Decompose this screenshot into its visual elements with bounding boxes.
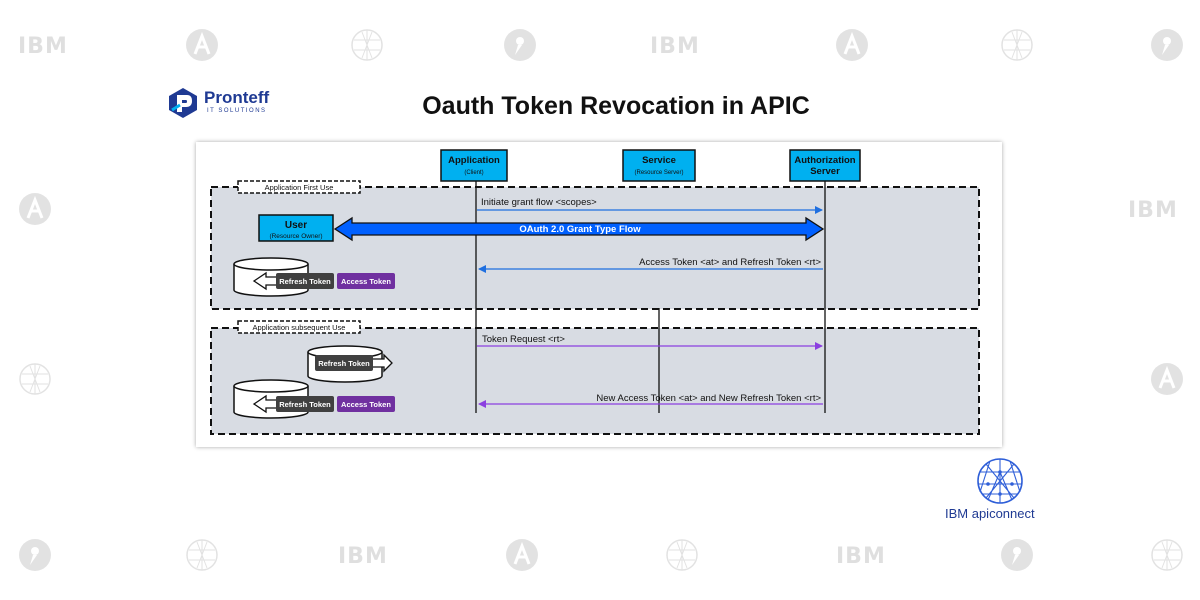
tokens-return-label: Access Token <at> and Refresh Token <rt>: [639, 257, 821, 268]
initiate-label: Initiate grant flow <scopes>: [481, 197, 597, 208]
access-token-badge: [337, 273, 395, 289]
grant-flow-arrow: [333, 216, 825, 242]
apiconnect-globe-icon: [977, 458, 1023, 504]
new-refresh-token-badge: [276, 396, 334, 412]
sequence-diagram: Application First Use Application subseq…: [210, 149, 980, 435]
new-access-token-badge-label: Access Token: [341, 400, 391, 409]
circle-a-watermark-icon: [1151, 363, 1183, 395]
refresh-token-send-badge: [315, 355, 373, 371]
globe-watermark-icon: [19, 363, 51, 395]
token-request-label: Token Request <rt>: [482, 334, 565, 345]
pronteff-logo-icon: [169, 88, 197, 118]
ibm-watermark: IBM: [338, 544, 388, 569]
grant-flow-label: OAuth 2.0 Grant Type Flow: [519, 224, 641, 235]
refresh-token-badge-label: Refresh Token: [279, 277, 331, 286]
new-access-token-badge: [337, 396, 395, 412]
circle-a-watermark-icon: [506, 539, 538, 571]
globe-watermark-icon: [1151, 539, 1183, 571]
user-subtitle: (Resource Owner): [269, 233, 322, 240]
service-header: Service (Resource Server): [622, 149, 696, 182]
pin-watermark-icon: [1151, 29, 1183, 61]
apiconnect-label: IBM apiconnect: [945, 506, 1035, 521]
page-title: Oauth Token Revocation in APIC: [422, 92, 810, 120]
access-token-badge-label: Access Token: [341, 277, 391, 286]
refresh-token-send-label: Refresh Token: [318, 359, 370, 368]
ibm-watermark: IBM: [650, 34, 700, 59]
section-subsequent-use-label: Application subsequent Use: [253, 323, 346, 332]
pin-watermark-icon: [504, 29, 536, 61]
diagram-panel: Application First Use Application subseq…: [196, 142, 1002, 447]
application-header: Application (Client): [440, 149, 508, 182]
ibm-watermark: IBM: [836, 544, 886, 569]
auth-server-header: Authorization Server: [789, 149, 861, 182]
auth-server-title: Authorization: [794, 155, 855, 166]
new-refresh-token-badge-label: Refresh Token: [279, 400, 331, 409]
send-right-arrow-icon: [371, 353, 393, 373]
ibm-apiconnect-logo: IBM apiconnect: [945, 456, 1055, 526]
circle-a-watermark-icon: [19, 193, 51, 225]
auth-server-subtitle: Server: [810, 166, 840, 177]
refresh-token-badge: [276, 273, 334, 289]
brand-logo: Pronteff IT SOLUTIONS: [166, 86, 286, 122]
section-first-use-label: Application First Use: [265, 183, 334, 192]
globe-watermark-icon: [351, 29, 383, 61]
brand-name: Pronteff: [204, 88, 270, 107]
application-subtitle: (Client): [464, 170, 483, 176]
service-title: Service: [642, 155, 676, 166]
circle-a-watermark-icon: [836, 29, 868, 61]
ibm-watermark: IBM: [1128, 198, 1178, 223]
globe-watermark-icon: [1001, 29, 1033, 61]
application-title: Application: [448, 155, 500, 166]
section-subsequent-use-label-box: [237, 320, 361, 334]
user-title: User: [285, 220, 307, 231]
pin-watermark-icon: [1001, 539, 1033, 571]
pin-watermark-icon: [19, 539, 51, 571]
section-first-use-label-box: [237, 180, 361, 194]
circle-a-watermark-icon: [186, 29, 218, 61]
brand-tagline: IT SOLUTIONS: [207, 108, 267, 114]
new-tokens-label: New Access Token <at> and New Refresh To…: [596, 393, 821, 404]
ibm-watermark: IBM: [18, 34, 68, 59]
user-box: User (Resource Owner): [258, 214, 334, 242]
globe-watermark-icon: [666, 539, 698, 571]
service-subtitle: (Resource Server): [634, 170, 683, 176]
globe-watermark-icon: [186, 539, 218, 571]
